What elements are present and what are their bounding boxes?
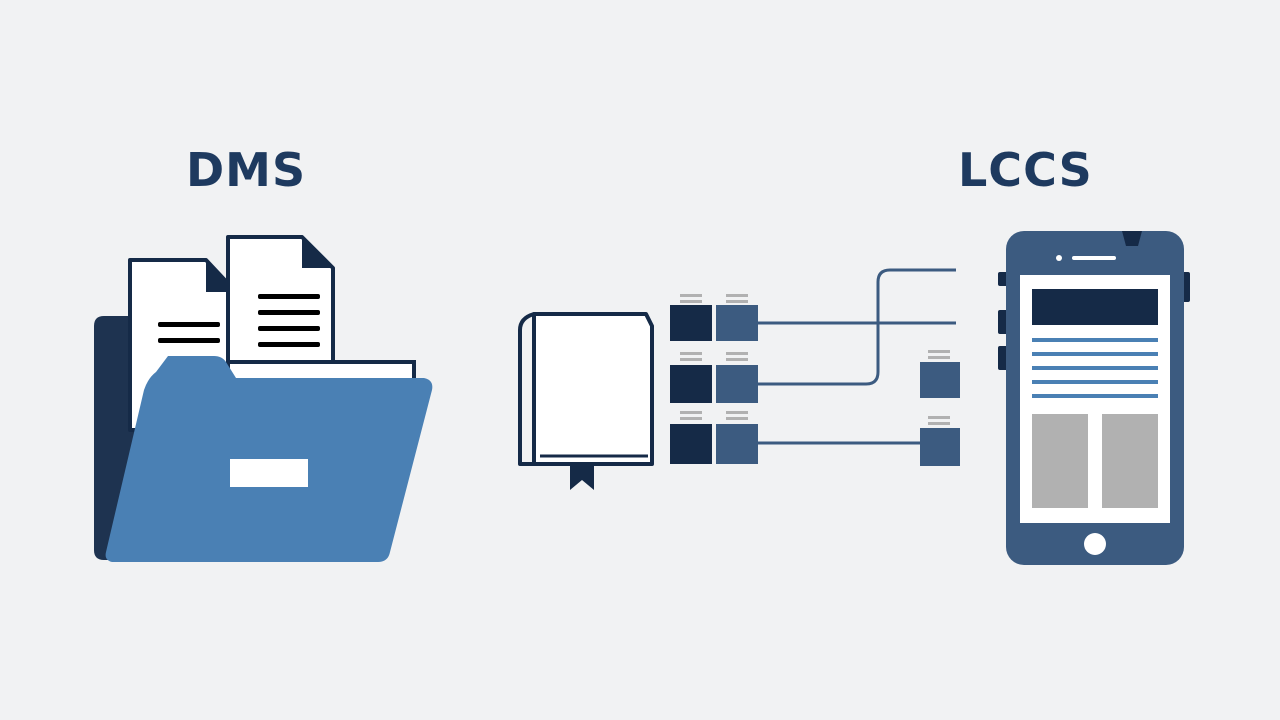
data-block-icon: [670, 411, 712, 464]
dms-title: DMS: [186, 143, 307, 197]
data-block-icon: [920, 350, 960, 398]
phone-image-placeholder: [1032, 414, 1088, 508]
phone-header-bar: [1032, 289, 1158, 325]
data-block-icon: [670, 294, 712, 341]
data-block-icon: [716, 352, 758, 403]
home-button: [1084, 533, 1106, 555]
bookmark-icon: [570, 462, 594, 490]
phone-image-placeholder: [1102, 414, 1158, 508]
connection-lines: [758, 268, 956, 445]
data-block-icon: [670, 352, 712, 403]
phone-text-lines: [1032, 338, 1158, 398]
data-block-icon: [716, 294, 758, 341]
data-block-icon: [920, 416, 960, 466]
data-block-icon: [716, 411, 758, 464]
folder-label: [230, 459, 308, 487]
smartphone-icon: [998, 231, 1190, 565]
connection-line: [758, 268, 956, 386]
book-icon: [518, 312, 654, 490]
lccs-title: LCCS: [958, 143, 1093, 197]
data-block-grid: [670, 294, 758, 464]
folder-with-documents-icon: [94, 235, 433, 562]
